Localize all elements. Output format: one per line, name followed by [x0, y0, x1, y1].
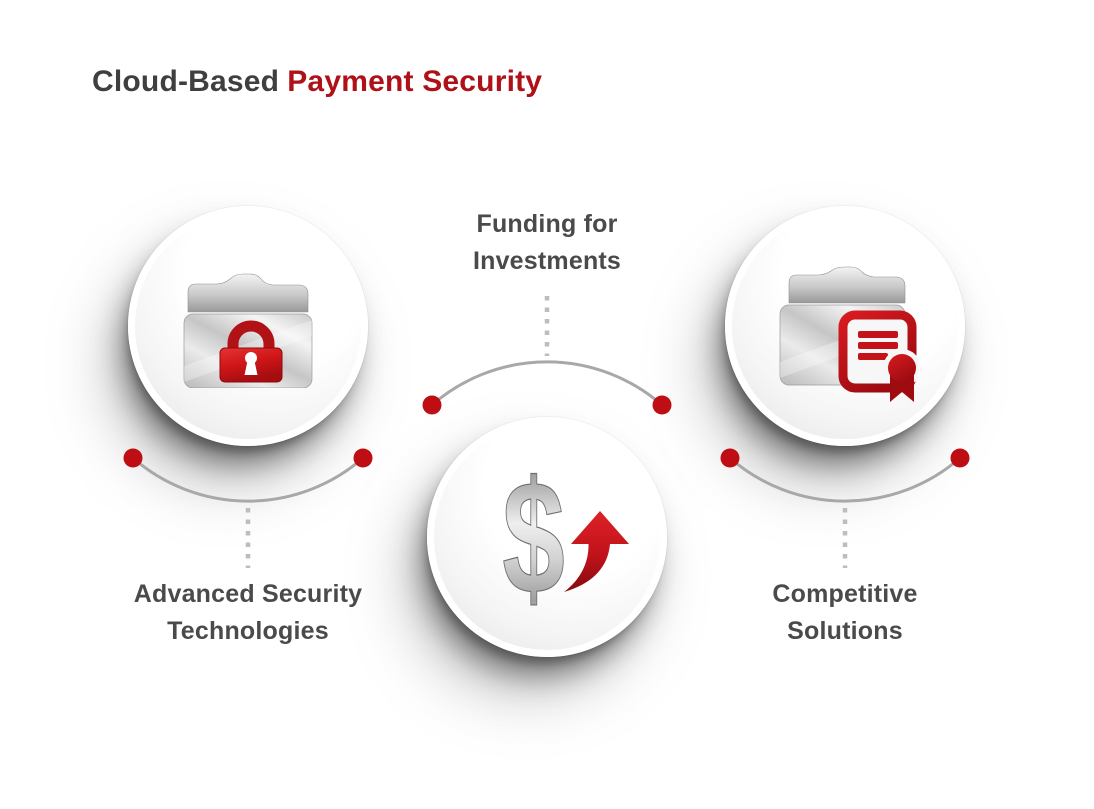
connector-dot	[720, 448, 740, 468]
title-prefix: Cloud-Based	[92, 65, 280, 98]
node-label-funding-for-investments: Funding for Investments	[472, 210, 622, 275]
node-circle-competitive	[725, 206, 965, 446]
connector-dot	[950, 448, 970, 468]
dollar-glyph: $	[502, 449, 565, 625]
node-circle-advanced-security	[128, 206, 368, 446]
connector-dot	[353, 448, 373, 468]
title-highlight: Payment Security	[287, 65, 543, 98]
arc-center	[431, 360, 663, 407]
connector-dot	[652, 395, 672, 415]
arc-left	[132, 456, 364, 503]
connector-dot	[422, 395, 442, 415]
folder-certificate-icon	[779, 266, 918, 402]
node-label-competitive-solutions: Competitive Solutions	[772, 580, 918, 645]
arc-right	[729, 456, 961, 503]
node-label-advanced-security: Advanced Security Technologies	[133, 580, 363, 645]
node-circle-funding: $	[427, 417, 667, 657]
folder-lock-icon	[183, 273, 313, 388]
dollar-growth-arrow-icon: $	[502, 449, 629, 625]
connector-dot	[123, 448, 143, 468]
